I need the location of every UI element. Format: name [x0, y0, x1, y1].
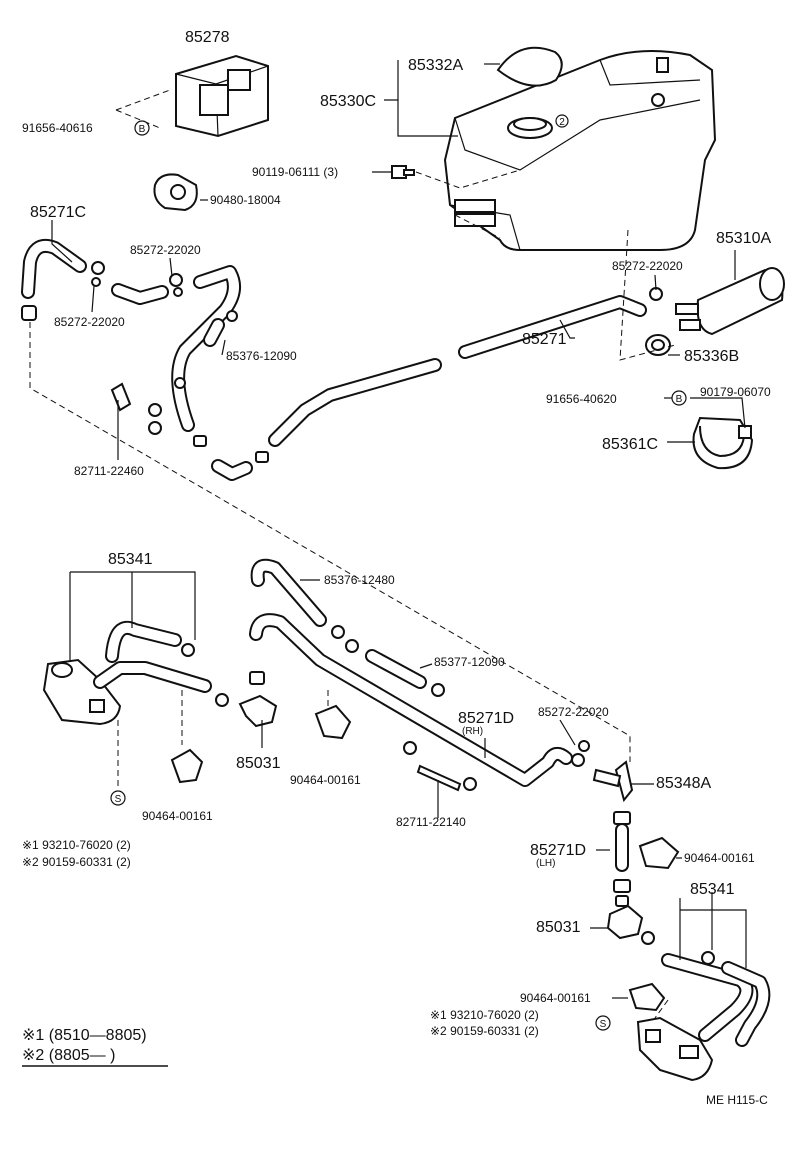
label-90464-00161-left: 90464-00161	[142, 809, 213, 823]
hose-85377-12090	[365, 649, 427, 689]
svg-text:S: S	[115, 794, 122, 805]
label-85278: 85278	[185, 29, 230, 46]
washer-tank	[443, 50, 717, 251]
label-82711-22140: 82711-22140	[396, 815, 466, 829]
label-85271D-lh: 85271D	[530, 842, 586, 859]
nozzle-right	[636, 1016, 714, 1082]
relay-85278	[175, 54, 269, 138]
hose-mid-left	[111, 283, 169, 305]
label-85271D-rh: 85271D	[458, 710, 514, 727]
label-91656-40616: 91656-40616	[22, 121, 93, 135]
bracket-82711-22460	[110, 382, 132, 412]
label-90119-06111: 90119-06111 (3)	[252, 165, 338, 179]
clamp-90464-left	[170, 748, 204, 784]
clips-middle	[331, 625, 477, 791]
clips-left-nozzle	[181, 643, 229, 707]
marker-b1: B	[134, 120, 150, 136]
label-85341-right: 85341	[690, 881, 735, 898]
label-85031-right: 85031	[536, 919, 581, 936]
label-85330C: 85330C	[320, 93, 376, 110]
hose-85271	[458, 295, 647, 359]
legend-line-2: ※2 (8805— )	[22, 1047, 115, 1064]
grommet-85336B	[645, 334, 671, 356]
label-90159-60331-right: ※2 90159-60331 (2)	[430, 1024, 539, 1038]
clips-right-nozzle	[641, 931, 715, 965]
label-90480-18004: 90480-18004	[210, 193, 281, 207]
legend-line-1: ※1 (8510—8805)	[22, 1027, 147, 1044]
clamp-90464-right-b	[628, 982, 666, 1012]
clamp-90464-mid	[314, 704, 352, 740]
label-85341-left: 85341	[108, 551, 153, 568]
svg-text:B: B	[139, 124, 146, 135]
marker-2: 2	[555, 114, 569, 128]
check-valve-85031-b	[606, 895, 644, 940]
hose-85271D-rh	[249, 613, 573, 787]
label-85272-22020-right: 85272-22020	[538, 705, 609, 719]
label-85272-22020-top: 85272-22020	[130, 243, 201, 257]
label-85377-12090: 85377-12090	[434, 655, 505, 669]
label-85271D-lh-sub: (LH)	[536, 858, 555, 869]
bracket-90480-18004	[153, 173, 198, 212]
label-85348A: 85348A	[656, 775, 711, 792]
washer-pump	[675, 267, 785, 336]
label-85271: 85271	[522, 331, 567, 348]
marker-s2: S	[595, 1015, 611, 1031]
hose-85341-left	[93, 620, 212, 693]
label-90179-06070: 90179-06070	[700, 385, 771, 399]
label-85271D-rh-sub: (RH)	[462, 726, 483, 737]
clip-a	[91, 261, 105, 287]
label-90159-60331-left: ※2 90159-60331 (2)	[22, 855, 131, 869]
clips-c	[148, 310, 238, 447]
diagram-code: ME H115-C	[706, 1093, 768, 1107]
bolt-90119-06111	[391, 165, 415, 179]
label-85336B: 85336B	[684, 348, 739, 365]
label-85310A: 85310A	[716, 230, 771, 247]
label-85361C: 85361C	[602, 436, 658, 453]
bracket-82711-22140	[416, 764, 462, 792]
marker-b2: B	[671, 390, 687, 406]
label-85376-12090: 85376-12090	[226, 349, 297, 363]
svg-text:2: 2	[559, 117, 565, 128]
svg-text:S: S	[600, 1019, 607, 1030]
marker-s1: S	[110, 790, 126, 806]
nozzle-left	[42, 658, 122, 726]
label-85272-22020-left: 85272-22020	[54, 315, 125, 329]
hose-85376-12480	[250, 558, 327, 627]
check-valve-85031-a	[238, 671, 278, 728]
label-82711-22460: 82711-22460	[74, 464, 144, 478]
svg-text:B: B	[676, 394, 683, 405]
label-90464-00161-mid: 90464-00161	[290, 773, 361, 787]
label-93210-76020-right: ※1 93210-76020 (2)	[430, 1008, 539, 1022]
label-90464-00161-lower: 90464-00161	[520, 991, 591, 1005]
pump-band	[692, 416, 754, 470]
clamp-90464-right	[638, 836, 680, 870]
label-85031-left: 85031	[236, 755, 281, 772]
label-85272-22020-pump: 85272-22020	[612, 259, 683, 273]
label-90464-00161-right: 90464-00161	[684, 851, 755, 865]
hose-85271D-lh	[613, 811, 631, 893]
clips-right	[571, 740, 590, 767]
tee-85348A	[592, 760, 634, 803]
clip-b	[169, 273, 183, 297]
label-85332A: 85332A	[408, 57, 463, 74]
tank-cap	[496, 46, 563, 87]
label-93210-76020-left: ※1 93210-76020 (2)	[22, 838, 131, 852]
label-85271C: 85271C	[30, 204, 86, 221]
hose-85341-right	[661, 953, 771, 1047]
hose-long-upper	[268, 358, 442, 447]
label-85376-12480: 85376-12480	[324, 573, 395, 587]
label-91656-40620: 91656-40620	[546, 392, 617, 406]
hose-85271C	[21, 238, 87, 321]
hose-85376-12090	[171, 265, 241, 432]
connector-lower-upper	[211, 451, 269, 481]
